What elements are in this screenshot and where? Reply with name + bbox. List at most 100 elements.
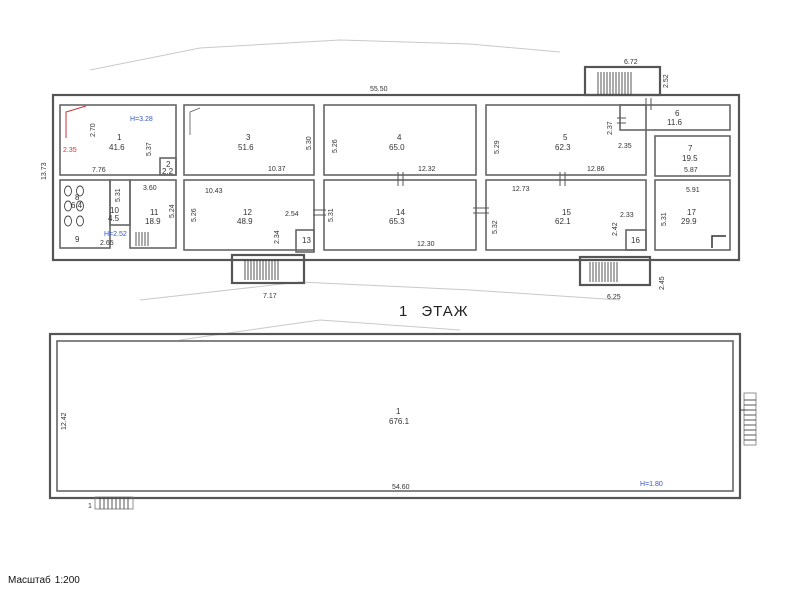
dim-245: 2.45 bbox=[659, 276, 666, 290]
dim-526b: 5.26 bbox=[191, 208, 198, 222]
dim-531a: 5.31 bbox=[115, 188, 122, 202]
dim-254: 2.54 bbox=[285, 211, 299, 218]
dim-234: 2.34 bbox=[274, 230, 281, 244]
room-13-number: 13 bbox=[302, 236, 311, 245]
stair-bottom-right-steps bbox=[589, 262, 618, 282]
room-12-area: 48.9 bbox=[237, 217, 253, 226]
dim-524: 5.24 bbox=[169, 204, 176, 218]
room-1-height: H=3.28 bbox=[130, 116, 153, 123]
stair-bottom-left-steps bbox=[244, 260, 279, 280]
room-15-area: 62.1 bbox=[555, 217, 571, 226]
room-7-wall bbox=[654, 135, 731, 177]
room-2-wall bbox=[159, 157, 177, 176]
dim-1230: 12.30 bbox=[417, 241, 435, 248]
dim-265: 2.65 bbox=[100, 240, 114, 247]
upper-plan: 55.50 13.73 6.72 2.52 2.70 2.35 7.76 5.3… bbox=[41, 59, 741, 301]
dim-270: 2.70 bbox=[90, 123, 97, 137]
dim-526a: 5.26 bbox=[332, 139, 339, 153]
room-12-number: 12 bbox=[243, 208, 252, 217]
lower-height-dim: 12.42 bbox=[61, 412, 68, 430]
room-16-number: 16 bbox=[631, 236, 640, 245]
room-6-area: 11.6 bbox=[667, 118, 683, 127]
room-15-wall bbox=[485, 179, 647, 251]
stair-top-steps bbox=[597, 72, 632, 95]
room-4-area: 65.0 bbox=[389, 143, 405, 152]
room-5-wall bbox=[485, 104, 647, 176]
dim-717: 7.17 bbox=[263, 293, 277, 300]
room-11-area: 18.9 bbox=[145, 217, 161, 226]
room-14-number: 14 bbox=[396, 208, 405, 217]
room-8-number: 8 bbox=[75, 193, 80, 202]
dim-531b: 5.31 bbox=[328, 208, 335, 222]
floor-number: 1 bbox=[399, 303, 408, 320]
room-13-wall bbox=[295, 229, 315, 253]
dim-235-red: 2.35 bbox=[63, 147, 77, 154]
room-7-area: 19.5 bbox=[682, 154, 698, 163]
dim-total-width: 55.50 bbox=[370, 86, 388, 93]
dim-stair-top-width: 6.72 bbox=[624, 59, 638, 66]
room-17-wall bbox=[654, 179, 731, 251]
lower-room-area: 676.1 bbox=[389, 417, 410, 426]
lower-outer-wall bbox=[48, 332, 742, 500]
height-note-upper: H=2.52 bbox=[104, 231, 127, 238]
room-3-area: 51.6 bbox=[238, 143, 254, 152]
room-14-area: 65.3 bbox=[389, 217, 405, 226]
dim-233: 2.33 bbox=[620, 212, 634, 219]
room-16-wall bbox=[625, 229, 647, 251]
room-17-area: 29.9 bbox=[681, 217, 697, 226]
dim-530: 5.30 bbox=[306, 136, 313, 150]
upper-outer-wall bbox=[51, 93, 741, 262]
lower-small-number: 1 bbox=[88, 503, 92, 510]
room-11-number: 11 bbox=[150, 208, 159, 217]
red-door-swing bbox=[65, 105, 87, 138]
room-3-number: 3 bbox=[246, 133, 251, 142]
dim-531c: 5.31 bbox=[661, 212, 668, 226]
stair-bottom-right-box bbox=[578, 255, 652, 287]
lower-plan: 1 676.1 54.60 12.42 H=1.80 1 bbox=[48, 332, 757, 510]
dim-776: 7.76 bbox=[92, 167, 106, 174]
door-swing-room-3 bbox=[189, 107, 201, 135]
stair-top-box bbox=[583, 65, 662, 97]
room-10-area: 4.5 bbox=[108, 214, 120, 223]
small-stair-room-11 bbox=[135, 232, 149, 246]
dim-242: 2.42 bbox=[612, 222, 619, 236]
dim-1232: 12.32 bbox=[418, 166, 436, 173]
room-4-number: 4 bbox=[397, 133, 402, 142]
dim-1043: 10.43 bbox=[205, 188, 223, 195]
lower-width-dim: 54.60 bbox=[392, 484, 410, 491]
lower-height-note: H=1.80 bbox=[640, 481, 663, 488]
lower-room-number: 1 bbox=[396, 407, 401, 416]
dim-1273: 12.73 bbox=[512, 186, 530, 193]
dim-237: 2.37 bbox=[607, 121, 614, 135]
scale-value: 1:200 bbox=[54, 575, 80, 586]
dim-360: 3.60 bbox=[143, 185, 157, 192]
scale-label: Масштаб bbox=[8, 575, 51, 586]
room-10-number: 10 bbox=[110, 206, 119, 215]
room-8-area: 6.4 bbox=[71, 201, 83, 210]
room-3-wall bbox=[183, 104, 315, 176]
dim-1037: 10.37 bbox=[268, 166, 286, 173]
room-15-number: 15 bbox=[562, 208, 571, 217]
dim-235b: 2.35 bbox=[618, 143, 632, 150]
stair-lower-left bbox=[94, 496, 134, 510]
room-17-number: 17 bbox=[687, 208, 696, 217]
room-7-number: 7 bbox=[688, 144, 693, 153]
room-1-wall bbox=[59, 104, 177, 176]
room-4-wall bbox=[323, 104, 477, 176]
dim-529: 5.29 bbox=[494, 140, 501, 154]
dim-625: 6.25 bbox=[607, 294, 621, 301]
room-2-number: 2 bbox=[166, 160, 171, 169]
room-2-area: 2.2 bbox=[162, 167, 174, 176]
room-5-area: 62.3 bbox=[555, 143, 571, 152]
room-9-number: 9 bbox=[75, 235, 80, 244]
room-17-corner-mark bbox=[711, 235, 726, 248]
dim-537: 5.37 bbox=[146, 142, 153, 156]
room-1-area: 41.6 bbox=[109, 143, 125, 152]
dim-532: 5.32 bbox=[492, 220, 499, 234]
dim-587: 5.87 bbox=[684, 167, 698, 174]
wc-fixtures bbox=[64, 185, 84, 227]
room-5-number: 5 bbox=[563, 133, 568, 142]
stair-bottom-left-box bbox=[230, 253, 306, 285]
